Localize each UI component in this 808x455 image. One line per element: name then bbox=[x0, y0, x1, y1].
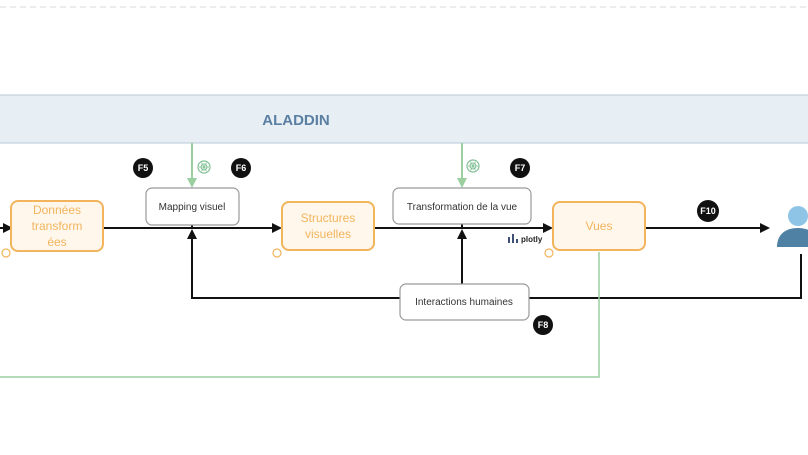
node-vues-label: Vues bbox=[586, 219, 613, 233]
plotly-logo: plotly bbox=[508, 234, 543, 244]
node-structures-label-1: Structures bbox=[301, 211, 356, 225]
openai-icon bbox=[197, 160, 211, 174]
node-donnees-label-1: Données bbox=[33, 203, 81, 217]
user-feedback-line bbox=[529, 254, 802, 299]
node-structures-visuelles: Structures visuelles bbox=[272, 201, 375, 258]
box-interactions-label: Interactions humaines bbox=[415, 297, 513, 308]
badge-f10-label: F10 bbox=[700, 206, 716, 216]
node-donnees-transformees: Données transform ées bbox=[1, 200, 104, 258]
badge-f6-label: F6 bbox=[236, 163, 247, 173]
badge-f8-label: F8 bbox=[538, 320, 549, 330]
badge-f8: F8 bbox=[533, 315, 553, 335]
node-vues-anchor bbox=[544, 248, 554, 258]
aladdin-band-title: ALADDIN bbox=[262, 112, 330, 129]
user-icon bbox=[777, 206, 808, 247]
box-mapping-label: Mapping visuel bbox=[159, 202, 226, 213]
node-donnees-label-2: transform bbox=[32, 219, 83, 233]
vues-green-feedback-line bbox=[0, 252, 600, 378]
node-structures-anchor bbox=[272, 248, 282, 258]
aladdin-band bbox=[0, 94, 808, 144]
openai-icon bbox=[466, 159, 480, 173]
badge-f10: F10 bbox=[697, 200, 719, 222]
badge-f7-label: F7 bbox=[515, 163, 526, 173]
box-interactions-humaines: Interactions humaines bbox=[399, 283, 530, 321]
badge-f5-label: F5 bbox=[138, 163, 149, 173]
box-transformation-vue: Transformation de la vue bbox=[392, 187, 532, 225]
box-mapping-visuel: Mapping visuel bbox=[145, 187, 240, 226]
box-transformation-label: Transformation de la vue bbox=[407, 202, 518, 213]
node-structures-label-2: visuelles bbox=[305, 227, 351, 241]
badge-f7: F7 bbox=[510, 158, 530, 178]
badge-f6: F6 bbox=[231, 158, 251, 178]
plotly-label: plotly bbox=[521, 235, 543, 244]
node-vues: Vues bbox=[544, 201, 646, 258]
node-donnees-anchor bbox=[1, 248, 11, 258]
interactions-to-mapping-arrow bbox=[187, 229, 400, 299]
node-donnees-label-3: ées bbox=[47, 235, 66, 249]
badge-f5: F5 bbox=[133, 158, 153, 178]
